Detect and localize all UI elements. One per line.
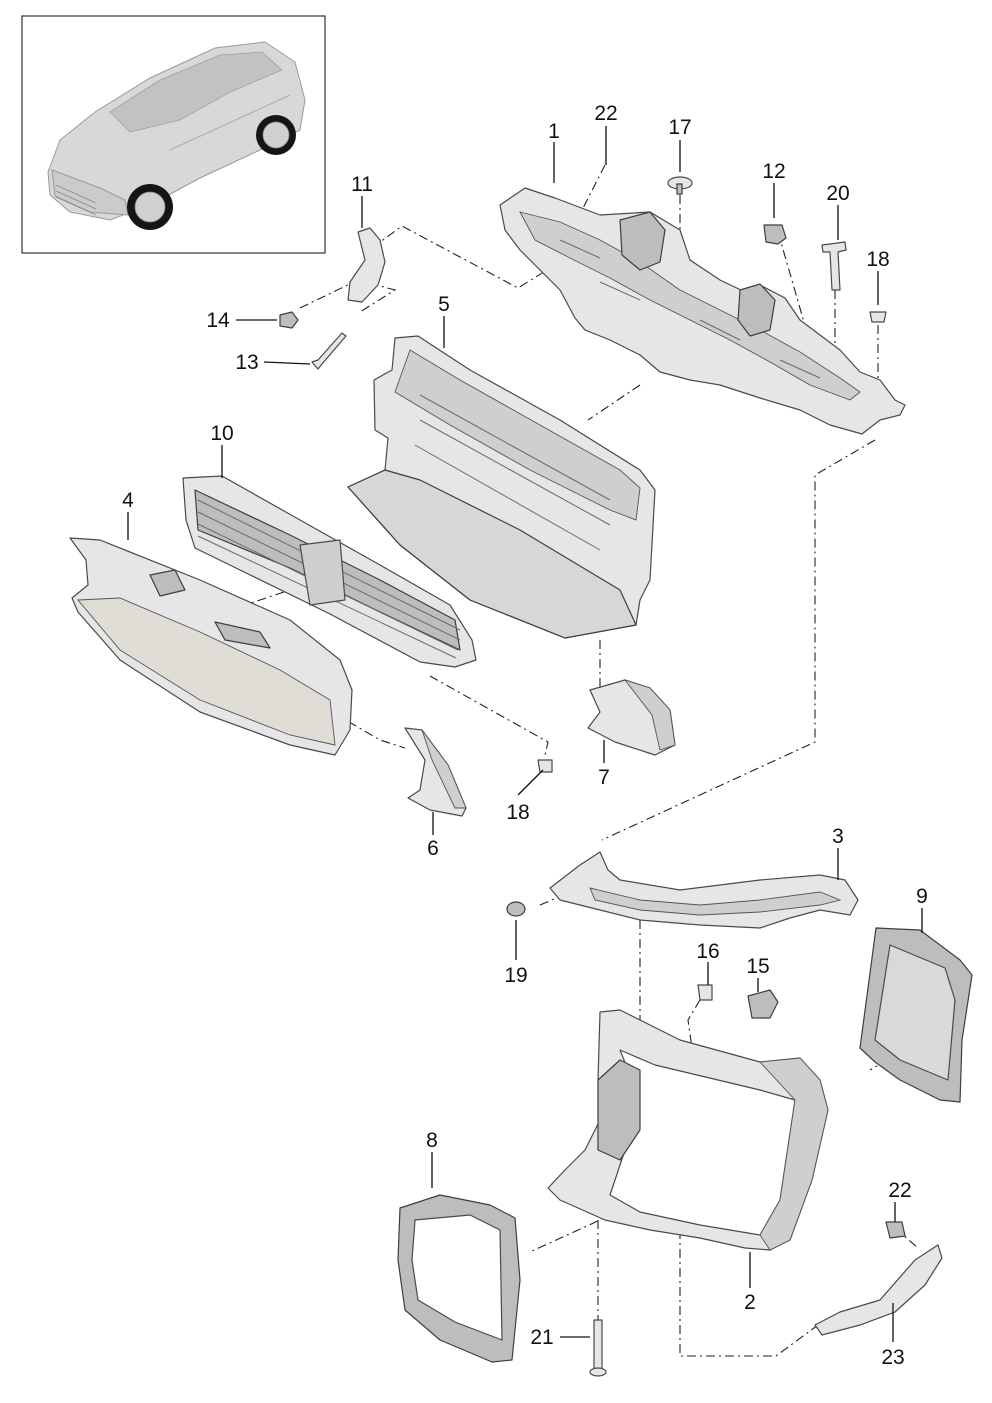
part-8-shroud-left [397, 1194, 521, 1363]
callout-labels: 1 22 17 12 20 18 11 14 13 5 10 4 7 18 6 … [122, 102, 928, 1369]
callout-13: 13 [235, 351, 258, 374]
callout-6: 6 [427, 837, 439, 860]
part-22-nut-lower [885, 1221, 906, 1239]
callout-23: 23 [881, 1346, 904, 1369]
callout-16: 16 [696, 940, 719, 963]
callout-19: 19 [504, 964, 527, 987]
part-5-air-duct [347, 335, 656, 639]
part-13-screw [311, 332, 347, 370]
callout-22-lower: 22 [888, 1179, 911, 1202]
callout-5: 5 [438, 293, 450, 316]
part-12-grommet [763, 224, 787, 245]
callout-1: 1 [548, 120, 560, 143]
callout-18-lower: 18 [506, 801, 529, 824]
callout-14: 14 [206, 309, 230, 332]
part-6-deflector [404, 727, 467, 817]
part-14-bolt [279, 311, 299, 329]
part-9-shroud-right [859, 927, 973, 1103]
callout-10: 10 [210, 422, 233, 445]
part-18-clip-upper [869, 311, 887, 323]
part-10-air-shutter [182, 475, 477, 668]
suv-illustration [47, 41, 306, 230]
part-2-front-carrier [547, 1009, 829, 1251]
callout-17: 17 [668, 116, 691, 139]
part-20-pin [821, 241, 847, 291]
part-21-bolt [589, 1319, 607, 1377]
part-11-bracket [347, 227, 386, 303]
part-17-clip [667, 176, 693, 195]
callout-4: 4 [122, 489, 134, 512]
callout-7: 7 [598, 766, 610, 789]
part-16-screw [697, 984, 713, 1001]
callout-20: 20 [826, 182, 849, 205]
callout-2: 2 [744, 1291, 756, 1314]
callout-11: 11 [351, 173, 373, 196]
part-18-clip-lower [537, 759, 553, 773]
leader-lines [127, 126, 923, 1342]
part-23-bracket [814, 1244, 943, 1336]
vehicle-thumbnail [21, 15, 326, 254]
part-7-deflector [587, 679, 676, 756]
part-19-bolt [506, 901, 526, 917]
callout-3: 3 [832, 825, 844, 848]
part-4-air-guide [69, 537, 353, 756]
callout-12: 12 [762, 160, 785, 183]
part-1-lock-carrier [499, 187, 906, 435]
part-15-nut [747, 989, 779, 1019]
part-3-side-member [549, 851, 859, 929]
callout-21: 21 [530, 1326, 553, 1349]
fasteners [279, 176, 906, 1377]
callout-9: 9 [916, 885, 928, 908]
callout-15: 15 [746, 955, 769, 978]
callout-22-upper: 22 [594, 102, 617, 125]
callout-18-upper: 18 [866, 248, 889, 271]
callout-8: 8 [426, 1129, 438, 1152]
